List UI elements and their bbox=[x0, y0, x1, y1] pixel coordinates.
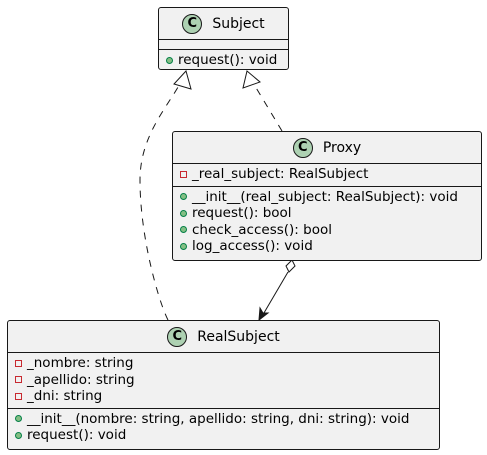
aggregation-diamond-proxy bbox=[285, 259, 296, 273]
method-row: request(): void bbox=[159, 52, 288, 69]
methods-section: request(): void bbox=[159, 50, 288, 72]
method-row: check_access(): bool bbox=[173, 222, 481, 239]
attributes-section: _real_subject: RealSubject bbox=[173, 164, 481, 187]
private-visibility-icon bbox=[15, 359, 22, 367]
methods-section: __init__(real_subject: RealSubject): voi… bbox=[173, 187, 481, 258]
public-visibility-icon bbox=[180, 193, 187, 201]
class-realsubject[interactable]: C RealSubject _nombre: string _apellido:… bbox=[7, 320, 440, 450]
class-badge-icon: C bbox=[292, 137, 313, 158]
attribute-row: _dni: string bbox=[8, 388, 439, 405]
aggregation-arrowhead-realsubject bbox=[258, 306, 270, 322]
attribute-row: _real_subject: RealSubject bbox=[173, 166, 481, 183]
public-visibility-icon bbox=[180, 226, 187, 234]
class-realsubject-header: C RealSubject bbox=[8, 321, 439, 353]
method-row: request(): bool bbox=[173, 205, 481, 222]
methods-section: __init__(nombre: string, apellido: strin… bbox=[8, 409, 439, 447]
realization-arrowhead-realsubject bbox=[173, 70, 192, 90]
realization-edge-proxy-subject bbox=[254, 85, 283, 132]
method-row: request(): void bbox=[8, 427, 439, 444]
public-visibility-icon bbox=[15, 415, 22, 423]
public-visibility-icon bbox=[166, 56, 173, 64]
public-visibility-icon bbox=[180, 209, 187, 217]
class-badge-icon: C bbox=[182, 13, 203, 34]
realization-arrowhead-proxy bbox=[242, 70, 261, 89]
method-text: __init__(nombre: string, apellido: strin… bbox=[27, 410, 410, 427]
method-row: __init__(nombre: string, apellido: strin… bbox=[8, 411, 439, 428]
attribute-text: _apellido: string bbox=[27, 371, 135, 388]
attribute-text: _real_subject: RealSubject bbox=[192, 166, 369, 183]
class-name: Proxy bbox=[322, 139, 362, 156]
realization-edge-realsubject-subject bbox=[139, 72, 186, 321]
class-name: Subject bbox=[212, 15, 265, 32]
class-subject[interactable]: C Subject request(): void bbox=[158, 7, 289, 70]
attribute-row: _nombre: string bbox=[8, 355, 439, 372]
method-text: request(): void bbox=[27, 427, 127, 444]
private-visibility-icon bbox=[15, 392, 22, 400]
private-visibility-icon bbox=[15, 376, 22, 384]
method-text: log_access(): void bbox=[192, 238, 313, 255]
method-text: check_access(): bool bbox=[192, 221, 332, 238]
public-visibility-icon bbox=[180, 242, 187, 250]
class-name: RealSubject bbox=[197, 328, 280, 345]
attribute-text: _dni: string bbox=[27, 388, 103, 405]
attribute-text: _nombre: string bbox=[27, 355, 134, 372]
class-badge-icon: C bbox=[167, 326, 188, 347]
aggregation-edge-proxy-realsubject bbox=[260, 271, 289, 319]
class-proxy-header: C Proxy bbox=[173, 132, 481, 164]
method-text: request(): void bbox=[178, 52, 278, 69]
class-proxy[interactable]: C Proxy _real_subject: RealSubject __ini… bbox=[172, 131, 482, 261]
method-row: log_access(): void bbox=[173, 238, 481, 255]
private-visibility-icon bbox=[180, 170, 187, 178]
attributes-section bbox=[159, 40, 288, 50]
class-subject-header: C Subject bbox=[159, 8, 288, 40]
method-text: request(): bool bbox=[192, 205, 292, 222]
method-text: __init__(real_subject: RealSubject): voi… bbox=[192, 188, 458, 205]
method-row: __init__(real_subject: RealSubject): voi… bbox=[173, 189, 481, 206]
public-visibility-icon bbox=[15, 431, 22, 439]
attribute-row: _apellido: string bbox=[8, 372, 439, 389]
attributes-section: _nombre: string _apellido: string _dni: … bbox=[8, 353, 439, 409]
